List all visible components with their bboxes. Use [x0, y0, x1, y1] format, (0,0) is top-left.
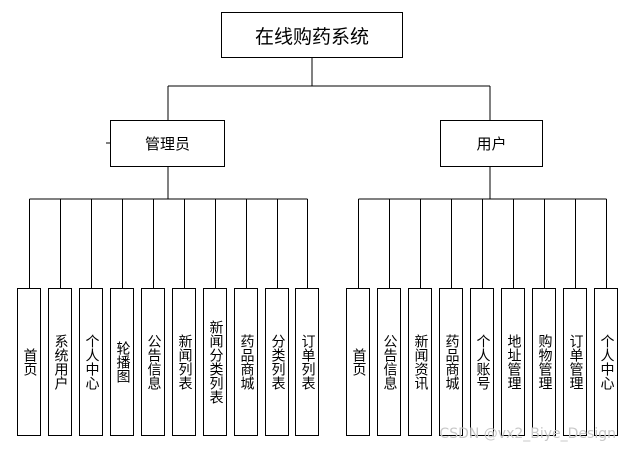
leaf-node-user-5: 个人账号 [470, 288, 494, 436]
leaf-node-admin-4: 轮播图 [110, 288, 134, 436]
leaf-node-admin-3: 个人中心 [79, 288, 103, 436]
leaf-node-admin-7: 新闻分类列表 [203, 288, 227, 436]
leaf-node-admin-10: 订单列表 [295, 288, 319, 436]
leaf-node-user-7: 购物管理 [532, 288, 556, 436]
leaf-node-user-6: 地址管理 [501, 288, 525, 436]
leaf-node-user-9: 个人中心 [594, 288, 618, 436]
leaf-node-admin-2: 系统用户 [48, 288, 72, 436]
root-node: 在线购药系统 [221, 12, 403, 58]
leaf-node-admin-5: 公告信息 [141, 288, 165, 436]
leaf-node-user-3: 新闻资讯 [408, 288, 432, 436]
leaf-node-user-1: 首页 [346, 288, 370, 436]
leaf-node-admin-8: 药品商城 [234, 288, 258, 436]
leaf-node-user-8: 订单管理 [563, 288, 587, 436]
leaf-node-admin-1: 首页 [17, 288, 41, 436]
branch-node-user: 用户 [440, 120, 543, 167]
leaf-node-user-4: 药品商城 [439, 288, 463, 436]
leaf-node-admin-6: 新闻列表 [172, 288, 196, 436]
watermark: CSDN @vx2_Biye_Design [439, 426, 616, 442]
leaf-node-admin-9: 分类列表 [265, 288, 289, 436]
leaf-node-user-2: 公告信息 [377, 288, 401, 436]
branch-node-admin: 管理员 [110, 120, 225, 167]
